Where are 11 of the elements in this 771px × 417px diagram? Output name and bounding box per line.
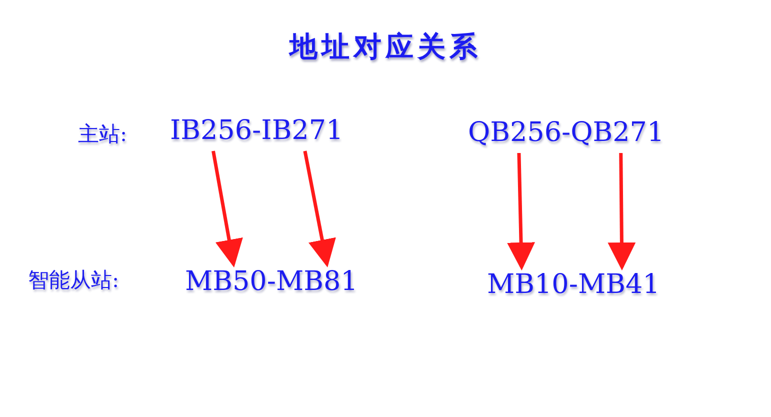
address-range: QB256-QB271 [468, 117, 664, 149]
station-label: 智能从站: [28, 267, 120, 294]
arrow [303, 150, 336, 268]
address-range: MB50-MB81 [185, 266, 358, 298]
arrow [608, 152, 636, 270]
station-label: 主站: [78, 121, 128, 148]
address-range: MB10-MB41 [487, 269, 660, 301]
address-range: IB256-IB271 [170, 115, 344, 147]
arrow [212, 150, 243, 268]
arrow [507, 152, 536, 270]
diagram-title: 地址对应关系 [288, 29, 482, 65]
